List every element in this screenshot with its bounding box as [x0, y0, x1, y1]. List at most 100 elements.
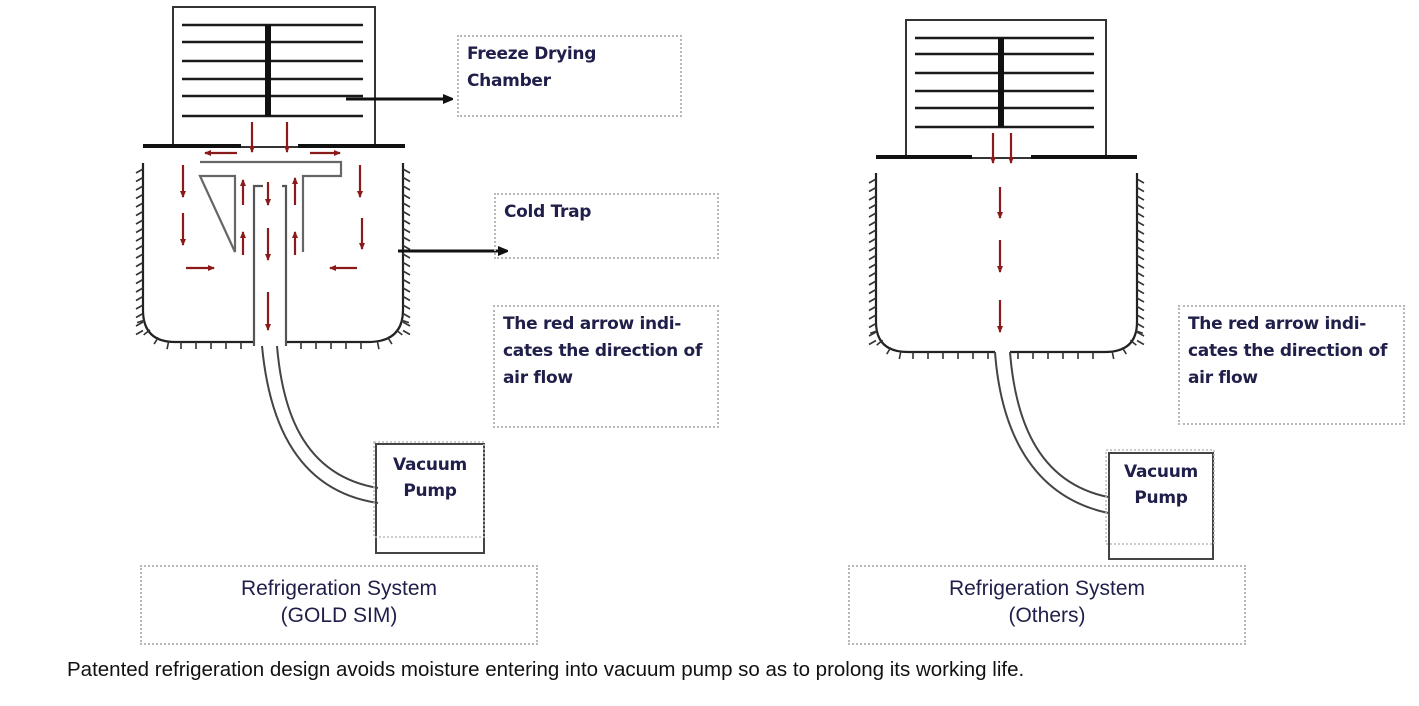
hatch-mark — [868, 339, 877, 346]
left-system-label-line2: (GOLD SIM) — [280, 604, 398, 627]
hatch-mark — [395, 329, 403, 336]
hatch-mark — [868, 263, 877, 269]
hatch-mark — [1136, 186, 1145, 193]
left-vacuum-hose-inner — [276, 345, 379, 489]
right-pump-label-line2: Pump — [1134, 488, 1188, 508]
caption: Patented refrigeration design avoids moi… — [67, 658, 1025, 681]
hatch-mark — [376, 341, 380, 350]
hatch-mark — [135, 312, 144, 319]
hatch-mark — [869, 330, 878, 334]
right-cold-trap-hatching — [868, 178, 1145, 360]
right-airflow-note-line2: cates the direction of — [1188, 341, 1388, 361]
hatch-mark — [1136, 339, 1145, 346]
left-cold-trap-callout: Cold Trap — [494, 193, 719, 259]
hatch-mark — [402, 329, 411, 336]
right-system — [868, 19, 1215, 560]
hatch-mark — [1136, 246, 1145, 252]
left-airflow-note-line2: cates the direction of — [503, 341, 703, 361]
hatch-mark — [402, 193, 411, 200]
left-shelves — [182, 23, 363, 118]
left-system — [135, 6, 507, 554]
hatch-mark — [868, 203, 877, 210]
hatch-mark — [1136, 331, 1145, 337]
right-airflow-arrows — [990, 133, 1014, 333]
left-system-label: Refrigeration System (GOLD SIM) — [140, 565, 538, 645]
right-cold-trap-vessel — [874, 173, 1139, 354]
hatch-mark — [135, 253, 144, 259]
hatch-mark — [135, 261, 144, 268]
left-chamber-label-line2: Chamber — [467, 71, 551, 91]
right-airflow-note: The red arrow indi- cates the direction … — [1178, 305, 1405, 425]
right-vacuum-hose-outer — [994, 351, 1109, 514]
hatch-mark — [135, 329, 144, 336]
hatch-mark — [402, 185, 411, 191]
left-cold-trap-label: Cold Trap — [504, 202, 592, 222]
hatch-mark — [868, 195, 877, 201]
hatch-mark — [868, 178, 877, 184]
hatch-mark — [135, 304, 144, 310]
hatch-mark — [402, 304, 411, 310]
hatch-mark — [868, 297, 877, 303]
left-vacuum-hose-outer — [261, 345, 379, 504]
hatch-mark — [1136, 322, 1145, 329]
hatch-mark — [402, 270, 411, 276]
hatch-mark — [135, 185, 144, 191]
hatch-mark — [1135, 330, 1144, 334]
hatch-mark — [402, 202, 411, 208]
right-system-label: Refrigeration System (Others) — [848, 565, 1246, 645]
hatch-mark — [886, 347, 892, 355]
left-pump-label-line1: Vacuum — [393, 455, 467, 475]
hatch-mark — [868, 305, 877, 312]
hatch-mark — [868, 280, 877, 286]
right-system-label-line2: (Others) — [1008, 604, 1086, 627]
hatch-mark — [1136, 254, 1145, 261]
hatch-mark — [876, 339, 884, 346]
hatch-mark — [402, 168, 411, 174]
hatch-mark — [135, 210, 144, 217]
hatch-mark — [1136, 314, 1145, 320]
hatch-mark — [1136, 237, 1145, 244]
left-vacuum-pump-label: Vacuum Pump — [378, 452, 482, 504]
hatch-mark — [868, 237, 877, 244]
left-t-baffle — [198, 160, 343, 253]
hatch-mark — [135, 236, 144, 242]
hatch-mark — [1136, 178, 1145, 184]
hatch-mark — [135, 244, 144, 251]
hatch-mark — [135, 278, 144, 285]
hatch-mark — [1136, 203, 1145, 210]
hatch-mark — [401, 319, 410, 324]
hatch-mark — [868, 254, 877, 261]
left-cold-trap-vessel — [141, 163, 405, 344]
right-shelves — [915, 36, 1094, 129]
hatch-mark — [402, 210, 411, 217]
hatch-mark — [135, 295, 144, 302]
hatch-mark — [1136, 195, 1145, 201]
hatch-mark — [402, 236, 411, 242]
hatch-mark — [868, 212, 877, 218]
hatch-mark — [143, 329, 151, 336]
hatch-mark — [868, 220, 877, 227]
left-airflow-arrows — [180, 122, 365, 331]
hatch-mark — [868, 314, 877, 320]
hatch-mark — [402, 253, 411, 259]
hatch-mark — [868, 288, 877, 295]
hatch-mark — [135, 321, 144, 327]
hatch-mark — [402, 219, 411, 225]
hatch-mark — [135, 219, 144, 225]
left-system-label-line1: Refrigeration System — [240, 577, 438, 600]
hatch-mark — [135, 176, 144, 183]
hatch-mark — [898, 351, 902, 360]
hatch-mark — [1111, 351, 1115, 360]
hatch-mark — [1136, 220, 1145, 227]
hatch-mark — [135, 227, 144, 234]
hatch-mark — [166, 341, 170, 350]
hatch-mark — [868, 229, 877, 235]
right-system-label-line1: Refrigeration System — [948, 577, 1146, 600]
hatch-mark — [1136, 263, 1145, 269]
left-inner-tube — [252, 184, 288, 346]
right-airflow-note-line3: air flow — [1188, 368, 1258, 388]
hatch-mark — [135, 287, 144, 293]
left-airflow-note-line1: The red arrow indi- — [503, 314, 681, 334]
hatch-mark — [135, 193, 144, 200]
